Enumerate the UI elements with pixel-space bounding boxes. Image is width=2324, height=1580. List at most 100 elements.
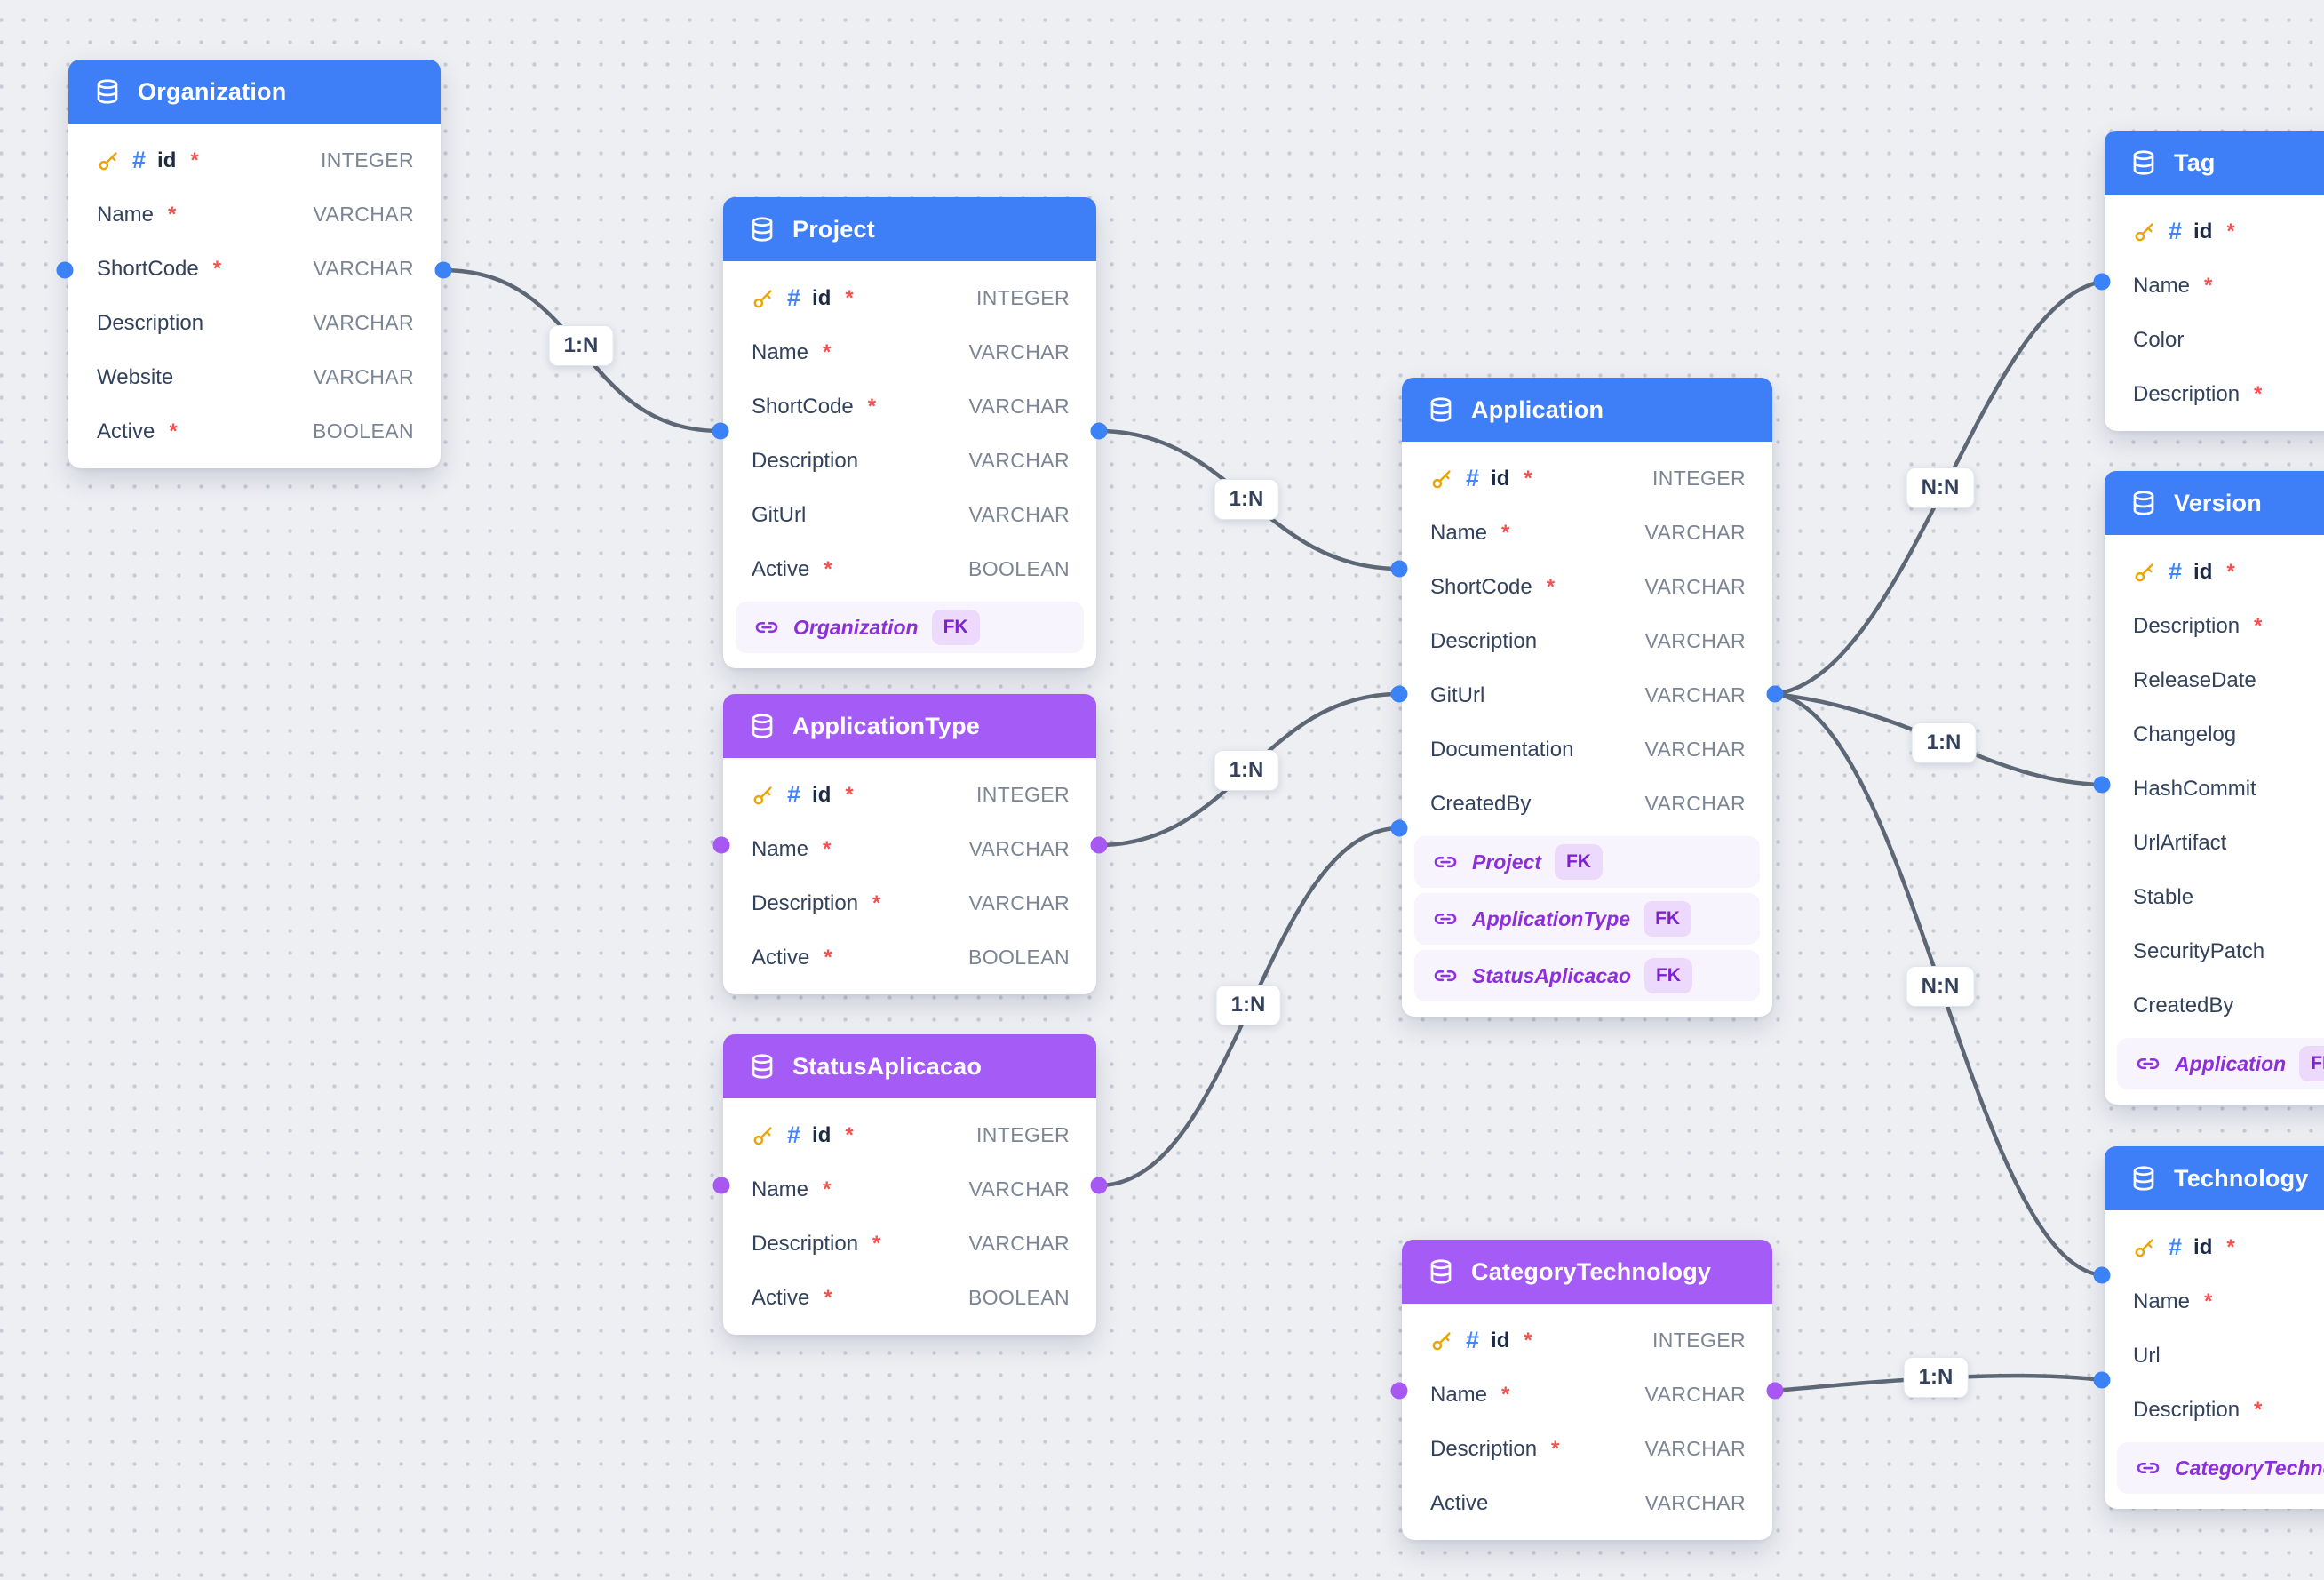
connection-port-organization-left[interactable] [56, 261, 74, 279]
hash-icon: # [787, 781, 801, 808]
column-info: Description* [752, 1232, 880, 1257]
required-asterisk: * [845, 782, 854, 807]
connection-port-applicationtype-left[interactable] [712, 836, 730, 854]
connection-port-categorytechnology-left[interactable] [1390, 1382, 1408, 1400]
table-version[interactable]: Version#id*INTEGERDescription*VARCHARRel… [2105, 471, 2324, 1105]
column-info: Active* [97, 419, 178, 444]
column-name: HashCommit [2133, 776, 2256, 801]
connection-port-organization-right[interactable] [434, 261, 452, 279]
column-name: CreatedBy [2133, 993, 2234, 1017]
table-title: StatusAplicacao [792, 1052, 983, 1080]
hash-icon: # [2169, 1233, 2183, 1260]
column-type: VARCHAR [1644, 1383, 1746, 1406]
connection-port-application-left[interactable] [1390, 560, 1408, 578]
column-info: Description* [2133, 1398, 2262, 1423]
relationship-label-organization-project[interactable]: 1:N [548, 325, 614, 366]
primary-key-icon [2133, 219, 2157, 243]
column-name: Description [2133, 1397, 2240, 1422]
connection-port-technology-left[interactable] [2093, 1266, 2111, 1284]
column-row: Active*BOOLEAN [723, 930, 1096, 985]
column-info: ShortCode* [1430, 575, 1555, 600]
relationship-label-application-version[interactable]: 1:N [1911, 722, 1977, 763]
column-info: Name* [2133, 274, 2212, 299]
column-info: Description* [2133, 382, 2262, 407]
foreign-key-row[interactable]: ApplicationFK [2117, 1038, 2324, 1089]
table-header[interactable]: Organization [68, 60, 441, 124]
relationship-label-application-tag[interactable]: N:N [1906, 467, 1975, 508]
connection-port-tag-left[interactable] [2093, 273, 2111, 291]
hash-icon: # [787, 1121, 801, 1148]
hash-icon: # [1466, 465, 1480, 491]
relationship-label-project-application[interactable]: 1:N [1214, 479, 1279, 520]
table-header[interactable]: Tag [2105, 131, 2324, 195]
table-header[interactable]: Technology [2105, 1146, 2324, 1210]
table-title: Version [2174, 489, 2262, 516]
connection-port-version-left[interactable] [2093, 776, 2111, 794]
table-technology[interactable]: Technology#id*INTEGERName*VARCHARUrlVARC… [2105, 1146, 2324, 1509]
foreign-key-name: ApplicationType [1472, 906, 1631, 930]
column-type: VARCHAR [968, 395, 1070, 418]
table-title: Organization [138, 77, 287, 105]
connection-port-statusaplicacao-left[interactable] [712, 1177, 730, 1194]
database-icon [748, 215, 776, 243]
required-asterisk: * [2226, 1234, 2235, 1259]
connection-port-statusaplicacao-right[interactable] [1090, 1177, 1108, 1194]
column-info: Description [1430, 629, 1537, 654]
relationship-label-application-technology[interactable]: N:N [1906, 966, 1975, 1007]
foreign-key-name: CategoryTechnology [2175, 1456, 2324, 1480]
connection-port-application-left[interactable] [1390, 685, 1408, 703]
table-header[interactable]: Application [1402, 378, 1772, 442]
column-info: Description* [1430, 1437, 1559, 1462]
relationship-label-applicationtype-application[interactable]: 1:N [1214, 750, 1279, 791]
column-row: ShortCode*VARCHAR [68, 242, 441, 296]
connection-port-technology-left[interactable] [2093, 1371, 2111, 1389]
table-header[interactable]: Project [723, 197, 1096, 261]
foreign-key-name: Application [2175, 1051, 2287, 1075]
relationship-label-statusaplicacao-application[interactable]: 1:N [1215, 985, 1281, 1025]
connection-port-application-left[interactable] [1390, 819, 1408, 837]
column-name: Stable [2133, 884, 2194, 909]
table-title: Project [792, 215, 875, 243]
column-row: HashCommitVARCHAR [2105, 762, 2324, 816]
column-row: Active*BOOLEAN [723, 542, 1096, 596]
table-header[interactable]: ApplicationType [723, 694, 1096, 758]
column-info: Name* [97, 203, 176, 227]
connection-port-applicationtype-right[interactable] [1090, 836, 1108, 854]
primary-key-icon [752, 783, 776, 807]
connection-port-project-right[interactable] [1090, 422, 1108, 440]
table-header[interactable]: Version [2105, 471, 2324, 535]
connection-port-categorytechnology-right[interactable] [1766, 1382, 1784, 1400]
column-info: GitUrl [752, 503, 806, 528]
required-asterisk: * [824, 1285, 832, 1310]
relationship-label-categorytechnology-technology[interactable]: 1:N [1903, 1357, 1969, 1398]
required-asterisk: * [169, 419, 178, 443]
table-header[interactable]: CategoryTechnology [1402, 1240, 1772, 1304]
link-icon [1432, 906, 1459, 932]
connection-port-application-right[interactable] [1766, 685, 1784, 703]
connection-port-project-left[interactable] [712, 422, 729, 440]
column-row: #id*INTEGER [2105, 204, 2324, 259]
column-name: id [157, 148, 177, 172]
table-tag[interactable]: Tag#id*INTEGERName*VARCHARColorVARCHARDe… [2105, 131, 2324, 431]
hash-icon: # [1466, 1327, 1480, 1353]
column-name: Name [752, 836, 809, 861]
table-header[interactable]: StatusAplicacao [723, 1034, 1096, 1098]
required-asterisk: * [824, 945, 832, 970]
required-asterisk: * [2226, 559, 2235, 584]
foreign-key-row[interactable]: CategoryTechnologyFK [2117, 1442, 2324, 1494]
column-row: #id*INTEGER [68, 133, 441, 188]
